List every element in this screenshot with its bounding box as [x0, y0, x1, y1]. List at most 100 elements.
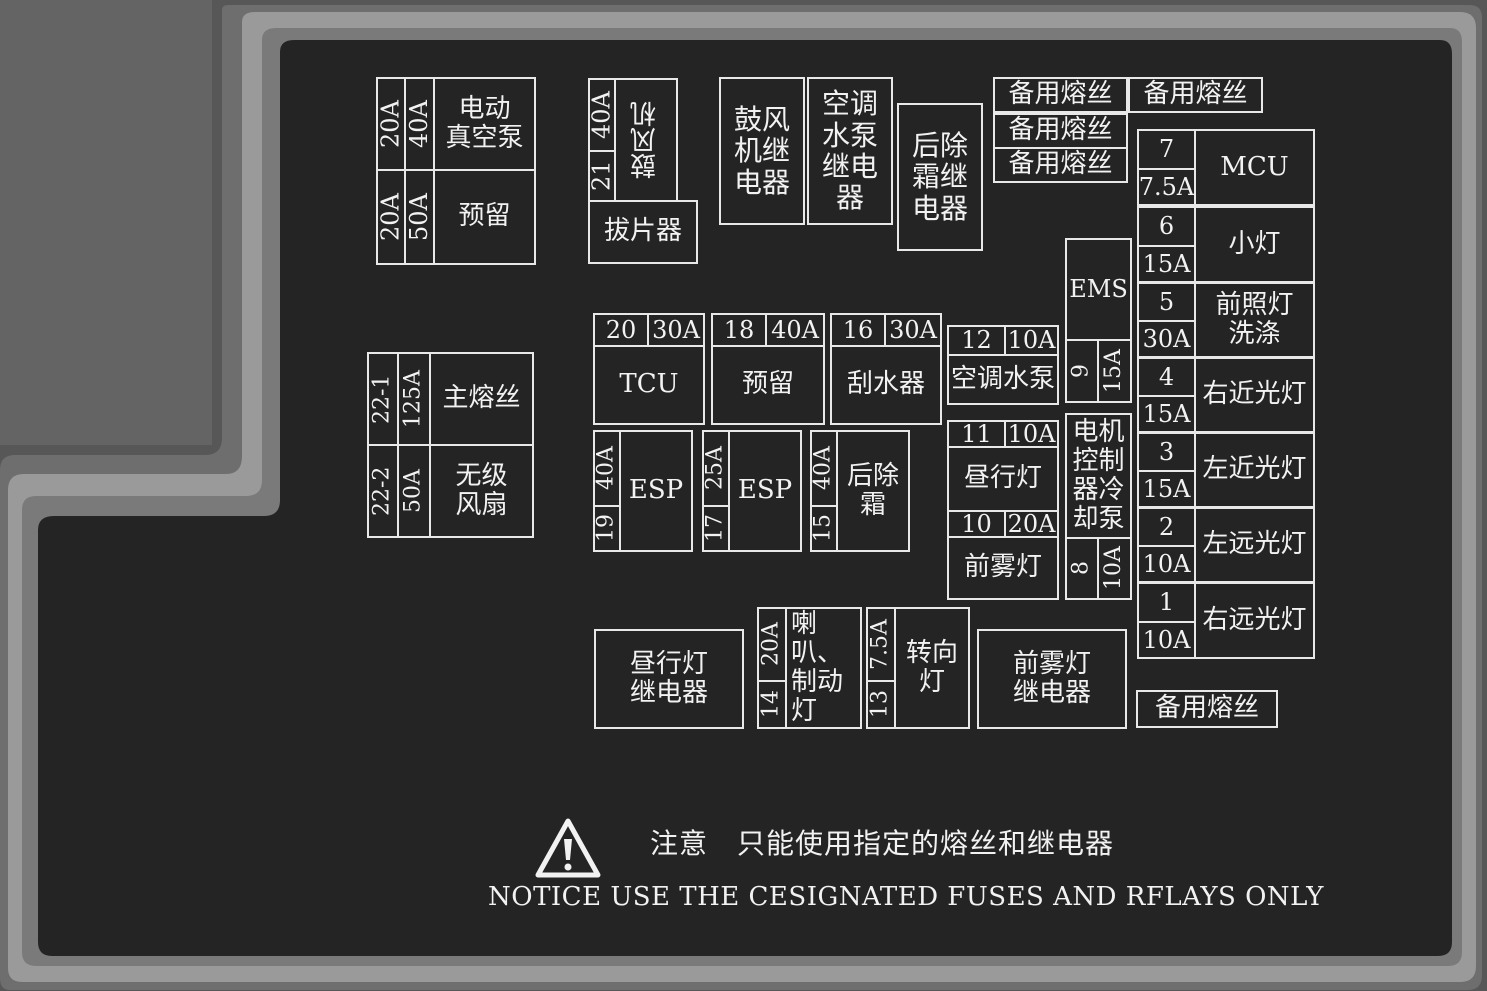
divider: [836, 430, 838, 552]
divider: [404, 77, 406, 265]
relay-blower: 鼓风 机继 电器: [719, 77, 805, 225]
fuse-puller: [588, 200, 698, 264]
fuse-amps: 20A: [758, 622, 784, 667]
fuse-amps: 10A: [1142, 549, 1191, 578]
fuse-amps: 30A: [889, 315, 937, 344]
fuse-amps: 40A: [810, 446, 836, 491]
fuse-label-ac-pump: 空调水泵: [950, 363, 1055, 394]
fuse-number: 17: [702, 514, 728, 543]
divider: [884, 313, 886, 347]
fuse-number: 16: [842, 315, 874, 344]
fuse-number: 22-2: [369, 466, 395, 516]
fuse-name-box: [1194, 582, 1315, 659]
divider: [1004, 420, 1006, 448]
fuse-amps: 20A: [1007, 509, 1056, 538]
fuse-label: 后除 霜: [846, 460, 899, 520]
fuse-block: [593, 430, 693, 552]
fuse-amps: 15A: [1142, 249, 1191, 278]
divider: [1097, 537, 1099, 600]
fuse-number: 7: [1158, 135, 1175, 164]
fuse-amps: 10A: [1007, 326, 1056, 355]
fuse-label: ESP: [737, 475, 793, 506]
fuse-number: 22-1: [369, 374, 395, 424]
divider: [1004, 510, 1006, 538]
divider: [947, 536, 1059, 538]
divider: [376, 169, 536, 171]
fuse-label: 右近光灯: [1202, 379, 1307, 410]
divider: [1004, 325, 1006, 356]
fuse-label-blower: 鼓风机: [630, 101, 661, 179]
fuse-block: [711, 313, 825, 425]
divider: [894, 607, 896, 729]
fuse-puller-label: 拔片器: [603, 216, 682, 247]
fuse-turn-signal: [866, 607, 970, 729]
fuse-amps: 30A: [652, 315, 700, 344]
divider: [367, 444, 534, 446]
fuse-number: 21: [587, 160, 616, 192]
fuse-label: MCU: [1220, 151, 1289, 182]
divider: [614, 78, 616, 202]
fuse-label: 右远光灯: [1202, 604, 1307, 635]
divider: [757, 680, 787, 682]
notice-chinese: 注意 只能使用指定的熔丝和继电器: [650, 827, 1115, 860]
divider: [1137, 245, 1196, 247]
fuse-amps: 30A: [1142, 324, 1191, 353]
fuse-front-fog: [947, 510, 1059, 600]
fuse-label-dtl: 昼行灯: [963, 463, 1042, 494]
fuse-amps: 25A: [702, 446, 728, 491]
relay-ac-water-pump: 空调 水泵 继电 器: [807, 77, 893, 225]
fuse-amps: 40A: [771, 315, 819, 344]
fuse-label-vacuum-pump: 电动 真空泵: [445, 93, 524, 153]
divider: [593, 505, 621, 507]
relay-dtl: 昼行灯 继电器: [594, 629, 744, 729]
fuse-horn: [757, 607, 862, 729]
fuse-block: [830, 313, 942, 425]
fuse-number: 12: [961, 326, 992, 355]
fuse-label: TCU: [619, 369, 679, 400]
fuse-label: 左近光灯: [1202, 454, 1307, 485]
fuse-amps: 40A: [587, 91, 616, 139]
fuse-number: 11: [961, 419, 992, 448]
fuse-number: 3: [1158, 437, 1175, 466]
divider: [1137, 621, 1196, 623]
fuse-label-main: 主熔丝: [442, 383, 521, 414]
spare-fuse: 备用熔丝: [993, 113, 1128, 149]
spare-fuse: 备用熔丝: [993, 147, 1128, 183]
fuse-group-vacuum-pump: [376, 77, 536, 265]
divider: [619, 430, 621, 552]
divider: [785, 607, 787, 729]
fuse-number: 20: [605, 315, 637, 344]
divider: [702, 505, 730, 507]
divider: [1137, 470, 1196, 472]
relay-front-fog: 前雾灯 继电器: [977, 629, 1127, 729]
fuse-amps: 15A: [1142, 399, 1191, 428]
fuse-number: 10: [961, 509, 992, 538]
divider: [593, 345, 705, 347]
fuse-number: 9: [1068, 364, 1094, 378]
fuse-number: 13: [867, 690, 893, 719]
fuse-amps: 10A: [1007, 419, 1056, 448]
divider: [830, 345, 942, 347]
fuse-number: 5: [1158, 287, 1175, 316]
fuse-block: [702, 430, 802, 552]
fuse-label-ems: EMS: [1069, 275, 1128, 304]
divider: [1137, 545, 1196, 547]
fuse-label-fan: 无级 风扇: [455, 460, 508, 520]
divider: [810, 505, 838, 507]
divider: [1097, 339, 1099, 403]
fuse-amps: 7.5A: [867, 619, 893, 670]
divider: [1137, 395, 1196, 397]
fuse-amps: 50A: [400, 469, 426, 513]
fuse-label: 左远光灯: [1202, 529, 1307, 560]
fuse-number: 14: [758, 690, 784, 719]
fuse-number: 18: [723, 315, 755, 344]
fuse-label: 小灯: [1228, 228, 1281, 259]
fuse-amps: 15A: [1142, 474, 1191, 503]
fuse-block: [593, 313, 705, 425]
fuse-label-horn: 喇叭、 制动 灯: [791, 608, 844, 727]
fuse-amps: 10A: [1142, 625, 1191, 654]
fuse-amps: 40A: [593, 446, 619, 491]
relay-rear-defrost: 后除 霜继 电器: [897, 103, 983, 251]
divider: [947, 446, 1059, 448]
divider: [1137, 168, 1196, 170]
